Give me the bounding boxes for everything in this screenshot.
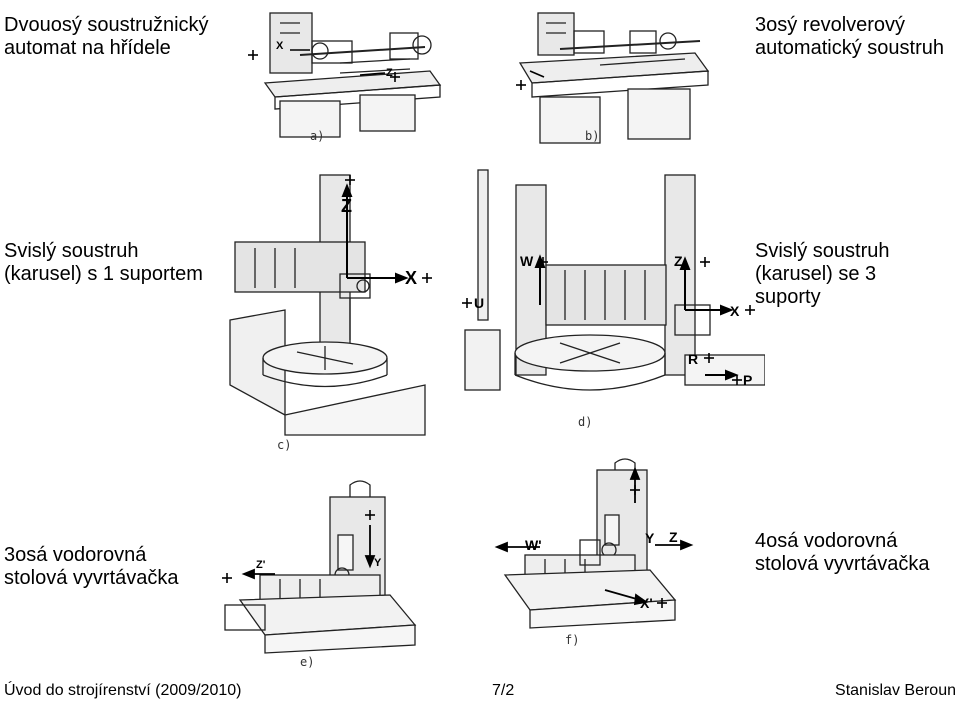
caption-a-line2: automat na hřídele: [4, 37, 171, 59]
axis-label-d-w: W: [520, 253, 534, 269]
figure-a-drawing: [248, 12, 442, 138]
figure-e-drawing: [222, 480, 417, 654]
footer-author: Stanislav Beroun: [835, 682, 956, 699]
caption-d: Svislý soustruh (karusel) se 3 suporty: [755, 240, 890, 309]
axis-label-c-x: X: [405, 268, 418, 288]
figure-c-drawing: [229, 174, 432, 436]
caption-a: Dvouosý soustružnický automat na hřídele: [4, 14, 209, 60]
axis-label-d-x: X: [730, 303, 740, 319]
axis-label-e-y: Y: [374, 557, 382, 569]
caption-e: 3osá vodorovná stolová vyvrtávačka: [4, 544, 179, 590]
caption-c-line2: (karusel) s 1 suportem: [4, 263, 203, 285]
figure-c-vertical-lathe: Z X c): [225, 170, 440, 460]
caption-c: Svislý soustruh (karusel) s 1 suportem: [4, 240, 203, 286]
caption-c-line1: Svislý soustruh: [4, 240, 139, 262]
axis-label-d-p: P: [743, 372, 753, 388]
figure-e-boring-machine: Z' Y e): [220, 475, 445, 670]
axis-label-a-x: X: [276, 40, 284, 52]
caption-b-line2: automatický soustruh: [755, 37, 944, 59]
axis-label-c-z: Z: [341, 196, 352, 216]
figure-letter-f: f): [565, 633, 580, 647]
axis-label-f-w: W': [525, 537, 542, 553]
caption-f-line1: 4osá vodorovná: [755, 530, 898, 552]
footer-left: Úvod do strojírenství (2009/2010): [4, 682, 242, 699]
axis-label-f-z: Z: [669, 529, 678, 545]
figure-d-drawing: [462, 169, 765, 391]
figure-f-drawing: [494, 458, 694, 629]
caption-f: 4osá vodorovná stolová vyvrtávačka: [755, 530, 930, 576]
caption-d-line3: suporty: [755, 286, 821, 308]
figure-letter-c: c): [277, 438, 292, 452]
caption-d-line1: Svislý soustruh: [755, 240, 890, 262]
caption-e-line1: 3osá vodorovná: [4, 544, 147, 566]
caption-a-line1: Dvouosý soustružnický: [4, 14, 209, 36]
caption-b: 3osý revolverový automatický soustruh: [755, 14, 944, 60]
caption-d-line2: (karusel) se 3: [755, 263, 877, 285]
axis-label-a-z: Z: [386, 67, 393, 79]
figure-letter-d: d): [578, 415, 593, 429]
axis-label-d-u: U: [474, 295, 485, 311]
figure-b-drawing: [516, 12, 710, 144]
caption-f-line2: stolová vyvrtávačka: [755, 553, 930, 575]
figure-b-turret-lathe: b): [510, 5, 715, 155]
figure-letter-b: b): [585, 129, 600, 143]
caption-b-line1: 3osý revolverový: [755, 14, 906, 36]
footer-page-number: 7/2: [492, 682, 515, 699]
figure-letter-e: e): [300, 655, 315, 669]
figure-f-boring-machine: W' Y Z X' f): [485, 455, 720, 655]
figure-a-lathe: X Z a): [240, 5, 445, 150]
caption-e-line2: stolová vyvrtávačka: [4, 567, 179, 589]
axis-label-e-z: Z': [256, 559, 266, 571]
axis-label-f-x: X': [640, 595, 653, 611]
axis-label-d-r: R: [688, 351, 699, 367]
axis-label-d-z: Z: [674, 253, 683, 269]
figure-letter-a: a): [310, 129, 325, 143]
axis-label-f-y: Y: [645, 530, 655, 546]
figure-d-vertical-lathe: W U Z X R P d): [460, 165, 765, 435]
